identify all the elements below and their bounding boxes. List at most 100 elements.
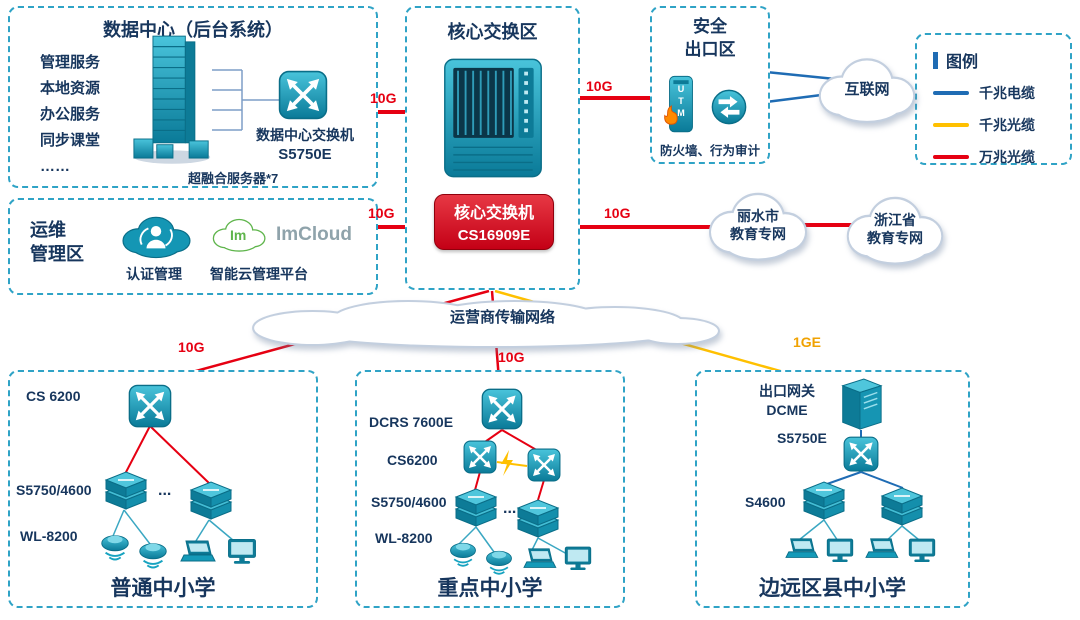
service-item: 本地资源 bbox=[40, 80, 101, 97]
school-key-zone: DCRS 7600E CS6200 S5750/4600 ... WL-8200… bbox=[355, 370, 625, 608]
auth-caption: 认证管理 bbox=[126, 266, 182, 282]
platform-caption: 智能云管理平台 bbox=[210, 266, 308, 282]
dc-switch-icon bbox=[278, 70, 328, 120]
ten-gig-fiber-swatch bbox=[933, 155, 969, 159]
switch-stack-icon bbox=[103, 470, 149, 512]
link-label-school-mid: 10G bbox=[498, 349, 525, 365]
school-ordinary-zone: CS 6200 S5750/4600 ... WL-8200 普通中小学 bbox=[8, 370, 318, 608]
switch-icon bbox=[527, 448, 561, 482]
lishui-cloud-label: 丽水市 教育专网 bbox=[698, 207, 818, 243]
switch-stack-icon bbox=[879, 486, 925, 528]
switch-stack-icon bbox=[453, 487, 499, 529]
laptop-icon bbox=[781, 536, 819, 564]
legend-label: 千兆光缆 bbox=[979, 117, 1035, 133]
legend-label: 千兆电缆 bbox=[979, 85, 1035, 101]
imcloud-mark: Im bbox=[230, 227, 247, 243]
gigabit-cable-swatch bbox=[933, 91, 969, 95]
desktop-icon bbox=[224, 536, 260, 568]
zhejiang-line2: 教育专网 bbox=[867, 230, 923, 247]
service-item: 办公服务 bbox=[40, 106, 101, 123]
link-label-school-right: 1GE bbox=[793, 334, 822, 350]
wireless-ap-icon bbox=[134, 538, 172, 572]
security-exit-zone: 安全 出口区 UTM 防火墙、行为审计 bbox=[650, 6, 770, 164]
switch-icon bbox=[481, 388, 523, 430]
ops-title-line1: 运维 bbox=[30, 220, 66, 240]
service-item: …… bbox=[40, 158, 70, 175]
behavior-audit-router-icon bbox=[710, 88, 748, 126]
wireless-ap-icon bbox=[96, 530, 134, 564]
access-switch-label: S5750/4600 bbox=[371, 494, 447, 510]
utm-label: UTM bbox=[676, 84, 686, 120]
hyper-converged-server-icon bbox=[132, 32, 212, 166]
security-title-line2: 出口区 bbox=[684, 39, 736, 59]
laptop-icon bbox=[861, 536, 899, 564]
gateway-caption: 出口网关 DCME bbox=[737, 382, 837, 420]
wireless-label: WL-8200 bbox=[375, 530, 433, 546]
desktop-icon bbox=[561, 544, 595, 574]
school-name: 边远区县中小学 bbox=[759, 577, 906, 600]
internet-cloud: 互联网 bbox=[808, 48, 926, 130]
switch-icon bbox=[463, 440, 497, 474]
switch-stack-icon bbox=[801, 480, 847, 522]
link-label-core-security: 10G bbox=[586, 78, 613, 94]
server-switch-connector-lines bbox=[212, 69, 282, 131]
switch-stack-icon bbox=[515, 498, 561, 540]
gigabit-fiber-swatch bbox=[933, 123, 969, 127]
school-remote-zone: 出口网关 DCME S5750E S4600 边远区县中小学 bbox=[695, 370, 970, 608]
internet-cloud-label: 互联网 bbox=[844, 81, 890, 98]
switch-icon bbox=[128, 384, 172, 428]
ops-management-zone: 运维 管理区 认证管理 Im ImCloud 智能云管理平台 bbox=[8, 198, 378, 295]
security-title-line1: 安全 bbox=[693, 17, 727, 36]
legend-header: 图例 bbox=[933, 48, 978, 72]
core-switch-icon bbox=[441, 54, 545, 182]
lishui-line2: 教育专网 bbox=[730, 226, 786, 243]
legend-label: 万兆光缆 bbox=[979, 149, 1035, 165]
zhejiang-line1: 浙江省 bbox=[874, 212, 916, 228]
desktop-icon bbox=[823, 536, 857, 566]
gateway-icon bbox=[835, 376, 885, 434]
link-label-school-left: 10G bbox=[178, 339, 205, 355]
school-ordinary-links bbox=[112, 425, 241, 547]
service-item: 管理服务 bbox=[40, 54, 101, 71]
dc-switch-caption: 数据中心交换机 S5750E bbox=[240, 126, 370, 165]
link-label-ops-core: 10G bbox=[368, 205, 395, 221]
server-caption: 超融合服务器*7 bbox=[188, 171, 279, 186]
zhejiang-edu-cloud: 浙江省 教育专网 bbox=[836, 186, 954, 272]
legend-item-gigabit-fiber: 千兆光缆 bbox=[933, 115, 1035, 135]
link-label-dc-core: 10G bbox=[370, 90, 397, 106]
legend-item-10g-fiber: 万兆光缆 bbox=[933, 147, 1035, 167]
switch-icon bbox=[843, 436, 879, 472]
lishui-line1: 丽水市 bbox=[737, 208, 779, 224]
agg-switch-label: CS6200 bbox=[387, 452, 438, 468]
bolt-icon bbox=[501, 450, 513, 476]
laptop-icon bbox=[519, 546, 557, 574]
data-center-zone: 数据中心（后台系统） 管理服务 本地资源 办公服务 同步课堂 …… 数据中心交换… bbox=[8, 6, 378, 188]
legend-title: 图例 bbox=[946, 54, 979, 71]
access-switch-label: S4600 bbox=[745, 494, 786, 510]
ops-zone-title: 运维 管理区 bbox=[30, 218, 84, 267]
wireless-label: WL-8200 bbox=[20, 528, 78, 544]
service-item: 同步课堂 bbox=[40, 132, 101, 149]
security-zone-title: 安全 出口区 bbox=[652, 16, 768, 62]
core-switch-model: CS16909E bbox=[457, 227, 531, 245]
lishui-edu-cloud: 丽水市 教育专网 bbox=[698, 182, 818, 268]
desktop-icon bbox=[905, 536, 939, 566]
data-center-services: 管理服务 本地资源 办公服务 同步课堂 …… bbox=[40, 50, 100, 180]
switch-stack-icon bbox=[188, 480, 234, 522]
gateway-line2: DCME bbox=[766, 401, 808, 418]
school-name: 普通中小学 bbox=[110, 577, 216, 600]
school-core-switch-label: S5750E bbox=[777, 430, 827, 446]
legend-item-gigabit-cable: 千兆电缆 bbox=[933, 83, 1035, 103]
wireless-ap-icon bbox=[445, 538, 481, 570]
core-switch-zone: 核心交换区 核心交换机 CS16909E bbox=[405, 6, 580, 290]
school-name: 重点中小学 bbox=[437, 577, 543, 600]
access-switch-label: S5750/4600 bbox=[16, 482, 92, 498]
carrier-network-cloud: 运营商传输网络 bbox=[242, 294, 726, 350]
auth-cloud-icon bbox=[116, 208, 196, 264]
legend-accent-bar bbox=[933, 51, 938, 69]
security-caption: 防火墙、行为审计 bbox=[659, 144, 760, 158]
core-zone-title: 核心交换区 bbox=[447, 22, 538, 42]
dc-switch-name: 数据中心交换机 bbox=[256, 127, 354, 143]
data-center-title: 数据中心（后台系统） bbox=[103, 20, 283, 40]
